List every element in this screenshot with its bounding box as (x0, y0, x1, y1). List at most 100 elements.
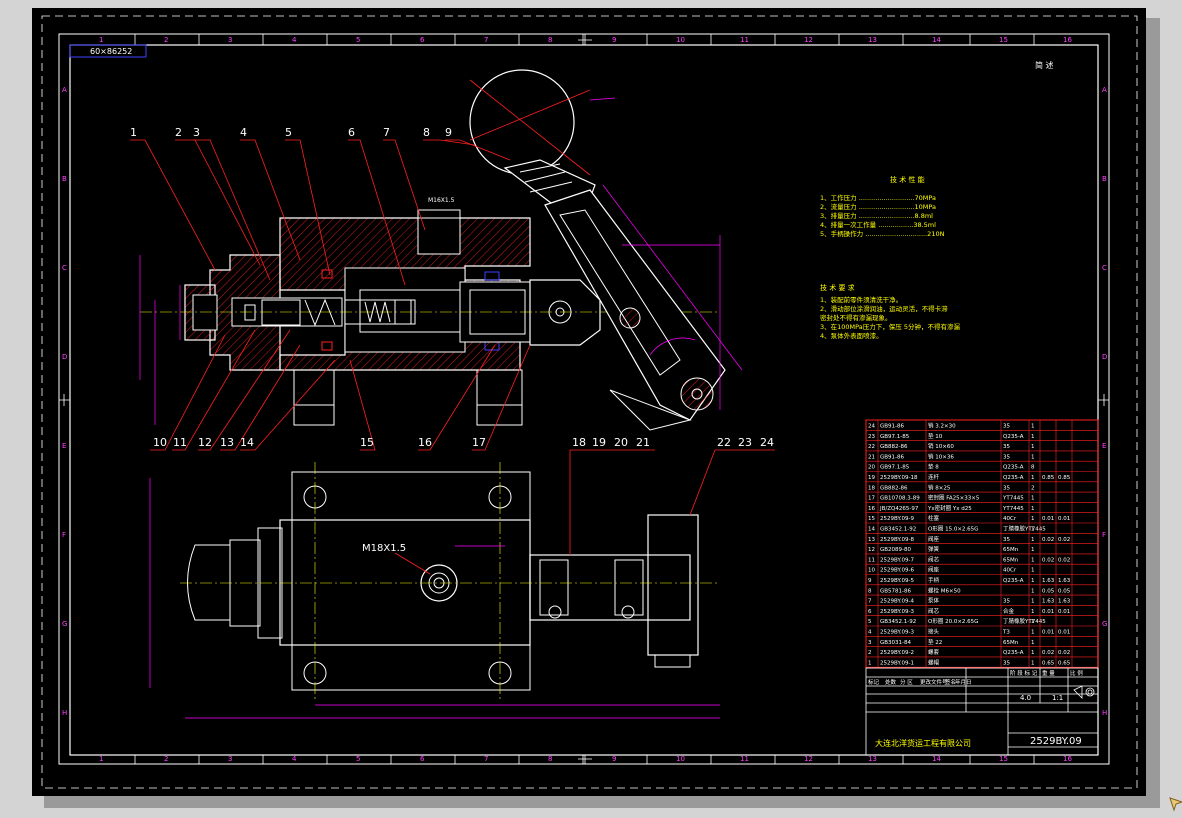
zone-col-label: 7 (484, 755, 488, 763)
bom-cell: 2529BY.09-4 (880, 599, 914, 605)
bom-cell: YT7445 (1002, 496, 1024, 502)
tech-specs: 技 术 性 能 1、工作压力 .........................… (820, 175, 960, 340)
bom-cell: 1 (1031, 630, 1035, 636)
bom-cell: JB/ZQ4265-97 (879, 506, 919, 512)
req-lines: 1、装配前零件须清洗干净。2、滑动部位涂滑润油，运动灵活，不得卡滞 密封处不得有… (820, 295, 960, 340)
bom-cell: 1 (1031, 609, 1035, 615)
part-number: 3 (193, 126, 200, 139)
bom-cell: Q235-A (1003, 650, 1024, 656)
bom-cell: 2529BY.09-3 (880, 609, 914, 615)
part-number: 5 (285, 126, 292, 139)
zone-row-label: G (62, 620, 67, 628)
bom-cell: 23 (868, 434, 875, 440)
bom-cell: 7 (868, 599, 872, 605)
bom-cell: GB97.1-85 (880, 434, 910, 440)
bom-cell: 弹簧 (928, 545, 940, 553)
part-number: 7 (383, 126, 390, 139)
bom-cell: 螺栓 M6×50 (928, 586, 961, 594)
zone-col-label: 16 (1063, 755, 1072, 763)
zone-row-label: B (62, 175, 67, 183)
bom-cell: 螺套 (928, 648, 940, 656)
zone-col-label: 12 (804, 36, 813, 44)
bom-cell: 0.05 (1058, 588, 1071, 594)
bom-cell: 0.02 (1042, 537, 1054, 543)
zone-col-label: 3 (228, 755, 232, 763)
drawing-number-box (69, 44, 147, 58)
bom-cell: 2529BY.09-2 (880, 650, 914, 656)
zone-col-label: 5 (356, 36, 360, 44)
zone-col-label: 2 (164, 755, 168, 763)
bom-cell: 2 (868, 650, 872, 656)
part-number: 19 (592, 436, 606, 449)
req-title: 技 术 要 求 (820, 283, 855, 292)
bom-cell: Q235-A (1003, 475, 1024, 481)
bom-cell: 1 (1031, 516, 1035, 522)
bom-cell: 垫 8 (928, 463, 939, 471)
outer-frame (58, 33, 1110, 765)
zone-col-label: 10 (676, 36, 685, 44)
bom-cell: GB10708.3-89 (880, 496, 920, 502)
bom-cell: 销 3.2×30 (928, 422, 956, 430)
clevis (529, 279, 601, 346)
zone-col-label: 8 (548, 36, 552, 44)
bom-cell: 柱塞 (928, 514, 940, 522)
bom-cell: 泵体 (928, 597, 940, 605)
part-number: 24 (760, 436, 774, 449)
thread-label: M18X1.5 (362, 543, 406, 554)
part-number: 13 (220, 436, 234, 449)
cursor-icon (1169, 797, 1182, 812)
bom-cell: 40Cr (1003, 568, 1017, 574)
bom-cell: 20 (868, 465, 875, 471)
title-sign-label: 标记 (868, 678, 880, 686)
part-number: 20 (614, 436, 628, 449)
title-sign-label: 更改文件号 (920, 678, 948, 686)
dim-top-port: M16X1.5 (428, 197, 455, 204)
bom-cell: 1 (1031, 640, 1035, 646)
bom-cell: GB3452.1-92 (880, 619, 916, 625)
scale-labels: 阶 段 标 记重 量比 例 (1010, 669, 1083, 677)
plan-view: M18X1.5 (149, 462, 720, 719)
bom-cell: 垫 10 (928, 432, 943, 440)
bom-cell: 2529BY.09-9 (880, 516, 914, 522)
bom-cell: 24 (868, 424, 875, 430)
bom-cell: 2529BY.09-1 (880, 660, 914, 666)
zone-col-label: 13 (868, 755, 877, 763)
tech-title: 技 术 性 能 (890, 175, 925, 184)
req-line: 2、滑动部位涂滑润油，运动灵活，不得卡滞 (820, 304, 948, 313)
bom-cell: 21 (868, 454, 875, 460)
zone-col-label: 11 (740, 755, 749, 763)
weight-value: 4.0 (1020, 694, 1031, 702)
handle-knob (469, 69, 575, 175)
part-number: 18 (572, 436, 586, 449)
scale-label: 重 量 (1042, 669, 1055, 677)
bom-cell: GB882-86 (880, 444, 908, 450)
zone-row-label: C (1102, 264, 1107, 272)
bom-cell: 阀座 (928, 535, 940, 543)
part-number: 16 (418, 436, 432, 449)
part-number: 9 (445, 126, 452, 139)
drawing-number-box-text: 60×86252 (90, 47, 132, 56)
bom-cell: T3 (1002, 630, 1010, 636)
bom-cell: 螺帽 (928, 658, 940, 666)
bom-cell: 0.02 (1042, 650, 1054, 656)
bom-cell: 17 (868, 496, 875, 502)
bom-cell: GB3031-84 (880, 640, 912, 646)
handle-assembly (469, 69, 726, 431)
title-sign-label: 处数 (885, 678, 897, 686)
bom-cell: 0.01 (1042, 516, 1054, 522)
bom-cell: 35 (1003, 537, 1010, 543)
bom-cell: 65Mn (1003, 640, 1019, 646)
leader-lines (130, 139, 775, 555)
drawing-sheet (32, 8, 1146, 796)
zone-row-label: C (62, 264, 67, 272)
bom-cell: YT7445 (1002, 506, 1024, 512)
bom-cell: 11 (868, 557, 875, 563)
req-line: 4、泵体外表面喷漆。 (820, 331, 883, 340)
bom-cell: 0.02 (1058, 557, 1070, 563)
pivot-upper (619, 307, 641, 329)
bom-cell: 0.02 (1042, 557, 1054, 563)
bom-cell: GB2089-80 (880, 547, 912, 553)
zone-col-label: 10 (676, 755, 685, 763)
bom-cell: 35 (1003, 485, 1010, 491)
